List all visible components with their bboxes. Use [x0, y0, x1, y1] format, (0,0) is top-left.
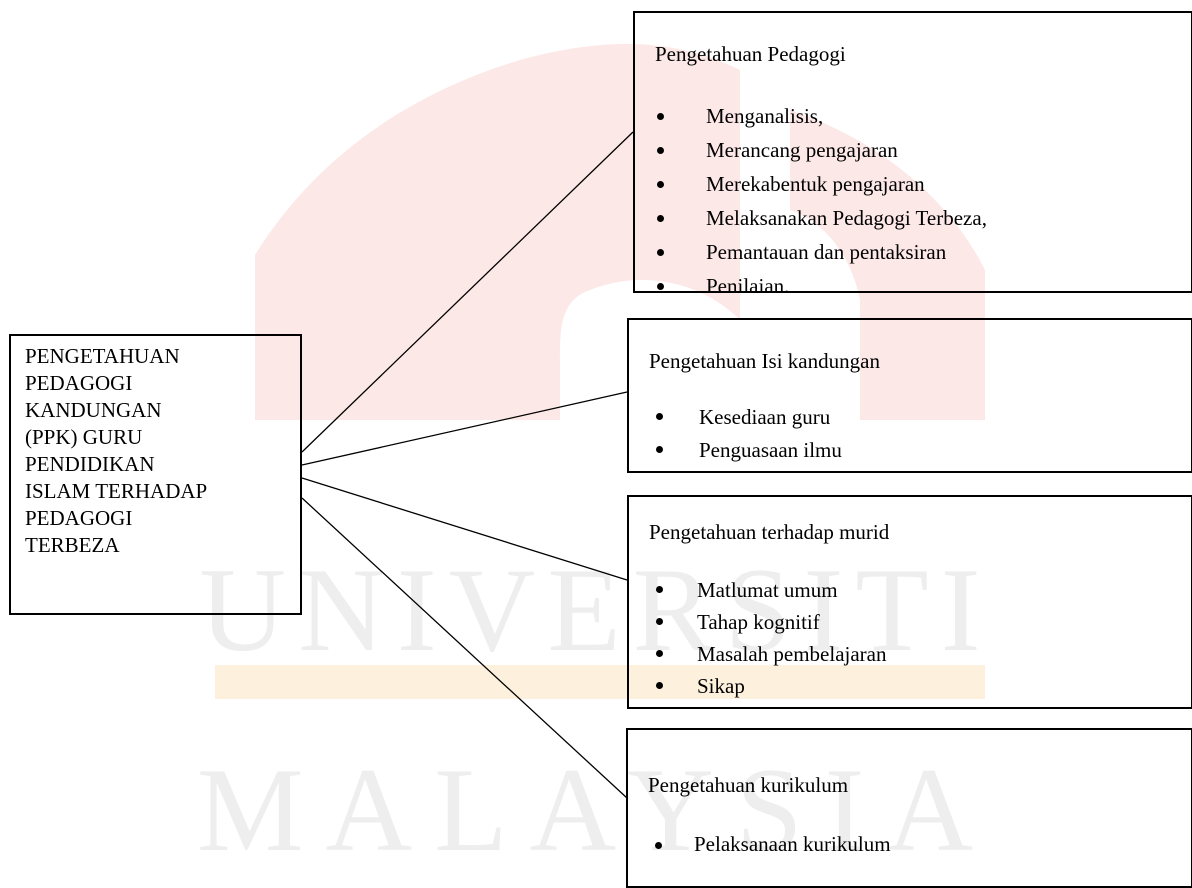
branch-box-pedagogi: Pengetahuan Pedagogi Menganalisis, Meran… [633, 11, 1192, 298]
list-item-label: Penilaian. [706, 274, 790, 298]
list-item: Matlumat umum [649, 574, 887, 606]
list-item: Kesediaan guru [649, 401, 842, 434]
central-concept-line: TERBEZA [25, 533, 120, 557]
connector-kurikulum [301, 497, 628, 799]
list-item: Tahap kognitif [649, 606, 887, 638]
list-item: Sikap [649, 670, 887, 702]
bullet-icon [655, 842, 662, 849]
branch-item-list: Matlumat umum Tahap kognitif Masalah pem… [649, 574, 887, 702]
list-item-label: Pelaksanaan kurikulum [694, 832, 891, 856]
central-concept-line: PENDIDIKAN [25, 452, 155, 476]
list-item-label: Merancang pengajaran [706, 138, 898, 162]
central-concept-line: PEDAGOGI [25, 506, 133, 530]
list-item-label: Merekabentuk pengajaran [706, 172, 925, 196]
bullet-icon [656, 446, 663, 453]
watermark-orange-band [215, 665, 985, 699]
central-concept-line: ISLAM TERHADAP [25, 479, 208, 503]
list-item-label: Pemantauan dan pentaksiran [706, 240, 947, 264]
central-concept-line: KANDUNGAN [25, 398, 162, 422]
branch-box-isi-kandungan: Pengetahuan Isi kandungan Kesediaan guru… [627, 318, 1192, 473]
connector-isi-kandungan [301, 391, 628, 466]
connector-pedagogi [301, 131, 634, 453]
watermark-text-malaysia: MALAYSIA [197, 743, 995, 876]
watermark-logo-red [255, 43, 740, 421]
list-item: Penilaian. [650, 269, 987, 303]
bullet-icon [656, 586, 663, 593]
list-item: Melaksanakan Pedagogi Terbeza, [650, 201, 987, 235]
list-item: Menganalisis, [650, 99, 987, 133]
list-item: Pemantauan dan pentaksiran [650, 235, 987, 269]
list-item-label: Menganalisis, [706, 104, 824, 128]
branch-title: Pengetahuan Isi kandungan [649, 349, 880, 373]
list-item: Merancang pengajaran [650, 133, 987, 167]
bullet-icon [657, 181, 664, 188]
list-item-label: Sikap [697, 674, 745, 698]
branch-item-list: Pelaksanaan kurikulum [648, 828, 891, 861]
central-concept-box: PENGETAHUAN PEDAGOGI KANDUNGAN (PPK) GUR… [9, 334, 302, 615]
bullet-icon [657, 249, 664, 256]
list-item-label: Tahap kognitif [697, 610, 820, 634]
bullet-icon [657, 283, 664, 290]
list-item: Merekabentuk pengajaran [650, 167, 987, 201]
list-item-label: Matlumat umum [697, 578, 838, 602]
bullet-icon [656, 618, 663, 625]
watermark-text-universiti: UNIVERSITI [199, 543, 992, 676]
bullet-icon [657, 215, 664, 222]
list-item: Masalah pembelajaran [649, 638, 887, 670]
branch-title: Pengetahuan terhadap murid [649, 520, 890, 544]
list-item-label: Melaksanakan Pedagogi Terbeza, [706, 206, 987, 230]
bullet-icon [656, 413, 663, 420]
central-concept-line: PENGETAHUAN [25, 344, 180, 368]
branch-box-murid: Pengetahuan terhadap murid Matlumat umum… [627, 495, 1192, 709]
branch-box-kurikulum: Pengetahuan kurikulum Pelaksanaan kuriku… [626, 728, 1192, 888]
list-item-label: Penguasaan ilmu [699, 438, 842, 462]
bullet-icon [657, 113, 664, 120]
bullet-icon [657, 147, 664, 154]
connector-murid [301, 477, 628, 581]
branch-title: Pengetahuan kurikulum [648, 773, 849, 797]
bullet-icon [656, 682, 663, 689]
list-item-label: Masalah pembelajaran [697, 642, 887, 666]
list-item: Penguasaan ilmu [649, 434, 842, 467]
watermark-logo-red-right [790, 110, 985, 420]
branch-item-list: Menganalisis, Merancang pengajaran Merek… [650, 99, 987, 303]
bullet-icon [656, 650, 663, 657]
list-item-label: Kesediaan guru [699, 405, 831, 429]
branch-title: Pengetahuan Pedagogi [655, 42, 846, 66]
central-concept-line: PEDAGOGI [25, 371, 133, 395]
central-concept-line: (PPK) GURU [25, 425, 143, 449]
branch-item-list: Kesediaan guru Penguasaan ilmu [649, 401, 842, 467]
list-item: Pelaksanaan kurikulum [648, 828, 891, 861]
